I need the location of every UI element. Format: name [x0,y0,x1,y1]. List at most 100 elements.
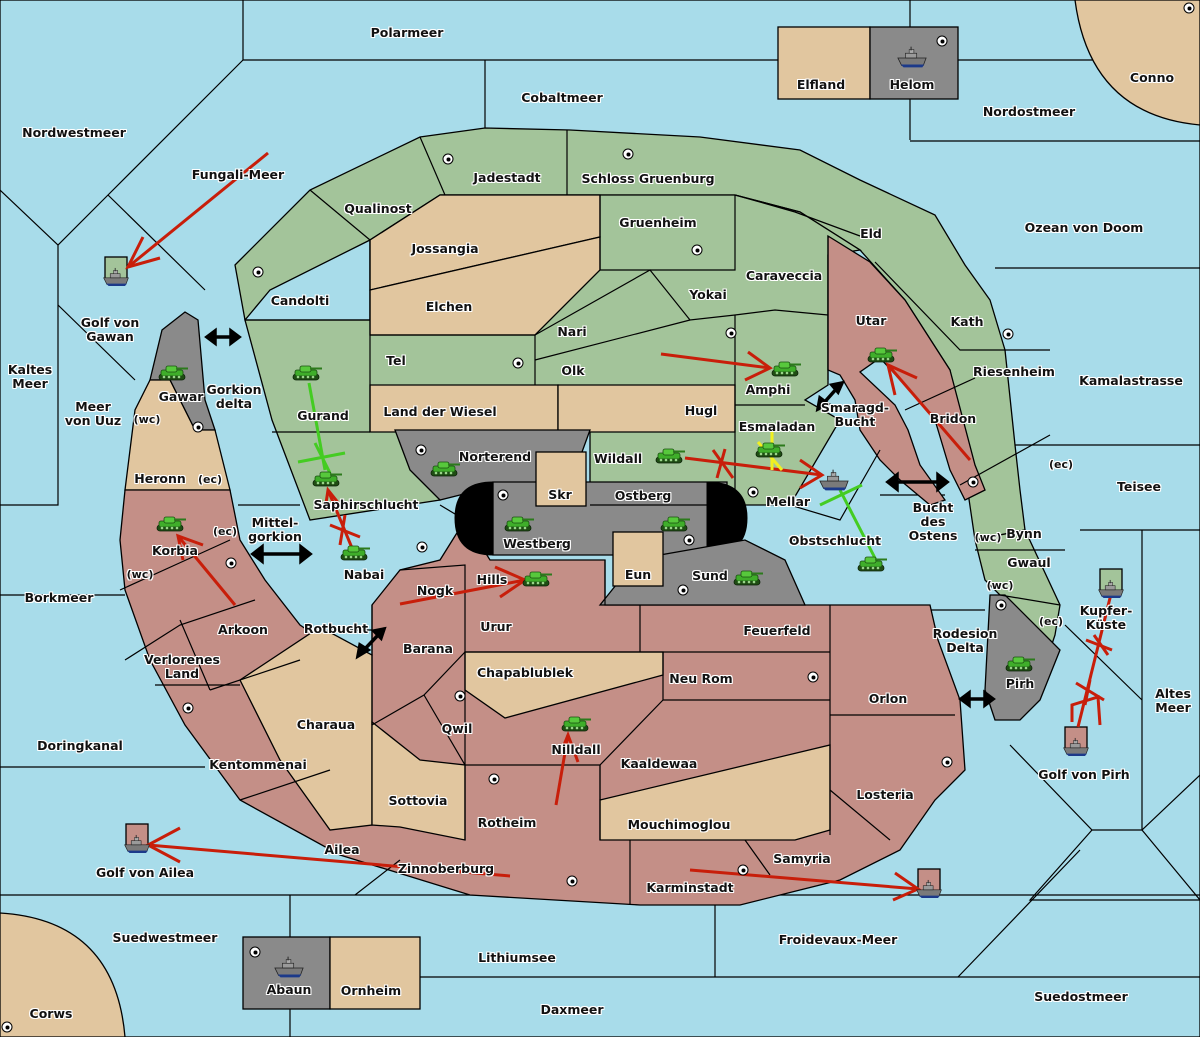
label-qualinost: Qualinost [344,201,412,216]
army-icon-nabai[interactable] [339,544,371,562]
label-cobaltmeer: Cobaltmeer [521,90,603,105]
label-wildall: Wildall [593,451,643,466]
label-doringkanal: Doringkanal [37,738,123,753]
label-riesenheim: Riesenheim [973,364,1055,379]
region-eun[interactable] [612,531,664,587]
fleet-icon-golf-von-gawan[interactable] [102,267,130,287]
label-kaltes-meer: Kaltes Meer [7,362,53,391]
army-icon-saphirschlucht[interactable] [311,470,343,488]
label-amphi: Amphi [745,382,791,397]
label-fungali-meer: Fungali-Meer [191,167,285,182]
supply-center-kath [1002,328,1014,340]
order-move-nabai-failed [323,486,361,549]
label-jadestadt: Jadestadt [473,170,541,185]
region-conno[interactable] [1074,0,1200,126]
label-nordwestmeer: Nordwestmeer [22,125,126,140]
fleet-icon-froidevaux-meer[interactable] [915,879,943,899]
fleet-icon-golf-von-ailea[interactable] [123,834,151,854]
order-move-olk-to-amphi [660,350,773,382]
label-ornheim: Ornheim [340,983,402,998]
army-icon-gawar[interactable] [157,364,189,382]
region-corws[interactable] [0,912,126,1037]
supply-center-karminstadt [737,864,749,876]
label-conno: Conno [1129,70,1175,85]
supply-center-tel [512,357,524,369]
supply-center-bridon [967,476,979,488]
fleet-icon-mellar[interactable] [818,469,850,491]
army-icon-ostberg[interactable] [659,515,691,533]
label-hills: Hills [476,572,508,587]
army-icon-esmaladan[interactable] [754,441,786,459]
label-golf-von-pirh: Golf von Pirh [1038,767,1130,782]
label-tel: Tel [386,353,406,368]
label-kamalastrasse: Kamalastrasse [1079,373,1183,388]
label-feuerfeld: Feuerfeld [743,623,811,638]
army-icon-gurand[interactable] [291,364,323,382]
label-losteria: Losteria [856,787,914,802]
supply-center-abaun [249,946,261,958]
army-icon-norterend[interactable] [429,460,461,478]
region-skr[interactable] [535,451,587,507]
fleet-icon-abaun[interactable] [273,956,305,978]
label-bridon: Bridon [929,411,977,426]
label-borkmeer: Borkmeer [24,590,94,605]
arrow-rotbucht [355,626,387,660]
order-move-karminstadt-to-froidevaux [689,868,922,902]
supply-center-helom [936,35,948,47]
army-icon-utar[interactable] [866,346,898,364]
army-icon-sund[interactable] [732,569,764,587]
order-move-bridon-to-utar [885,362,972,461]
label-utar: Utar [855,313,887,328]
label-golf-von-gawan: Golf von Gawan [80,315,140,344]
army-icon-nilldall[interactable] [560,715,592,733]
order-move-wildall-to-mellar [684,448,825,490]
army-icon-obstschlucht[interactable] [856,555,888,573]
fleet-icon-golf-von-pirh[interactable] [1062,737,1090,757]
fleet-icon-helom[interactable] [896,46,928,68]
coast-label-bynn-wc: (wc) [974,531,1002,544]
order-move-rotheim-to-nilldall [554,730,580,806]
fleet-icon-kupfer-kueste[interactable] [1097,579,1125,599]
label-obstschlucht: Obstschlucht [788,533,882,548]
army-icon-pirh[interactable] [1004,655,1036,673]
region-utar-bridon[interactable] [827,234,986,506]
army-icon-amphi[interactable] [770,360,802,378]
coast-label-heronn-ec: (ec) [197,473,223,486]
coast-label-gwaul-wc: (wc) [986,579,1014,592]
army-icon-hills[interactable] [521,570,553,588]
label-nari: Nari [557,324,587,339]
label-hugl: Hugl [684,403,718,418]
label-gorkion-delta: Gorkion delta [206,382,262,411]
region-elfland[interactable] [777,26,871,100]
supply-center-kentommenai [182,702,194,714]
label-rotheim: Rotheim [477,815,537,830]
supply-center-jadestadt [442,153,454,165]
label-smaragd-bucht: Smaragd- Bucht [820,400,890,429]
supply-center-sund [677,584,689,596]
arrow-mittel-gorkion [250,543,313,565]
supply-center-mellar [747,486,759,498]
label-samyria: Samyria [773,851,831,866]
region-ornheim[interactable] [329,936,421,1010]
label-kaaldewaa: Kaaldewaa [620,756,698,771]
label-verlorenes-land: Verlorenes Land [144,652,220,681]
label-candolti: Candolti [270,293,330,308]
arrow-gorkion-delta [204,327,242,347]
label-meer-von-uuz: Meer von Uuz [64,399,122,428]
label-sund: Sund [692,568,728,583]
army-icon-wildall[interactable] [654,447,686,465]
army-icon-korbia[interactable] [155,515,187,533]
label-rotbucht: Rotbucht [303,621,369,636]
label-zinnoberburg: Zinnoberburg [397,861,495,876]
label-nogk: Nogk [416,583,454,598]
army-icon-westberg[interactable] [503,515,535,533]
label-altes-meer: Altes Meer [1155,686,1191,715]
supply-center-zinnoberburg [566,875,578,887]
label-eun: Eun [624,567,652,582]
label-sottovia: Sottovia [388,793,448,808]
region-heronn[interactable] [124,379,231,491]
label-gawar: Gawar [158,389,204,404]
label-arkoon: Arkoon [218,622,268,637]
